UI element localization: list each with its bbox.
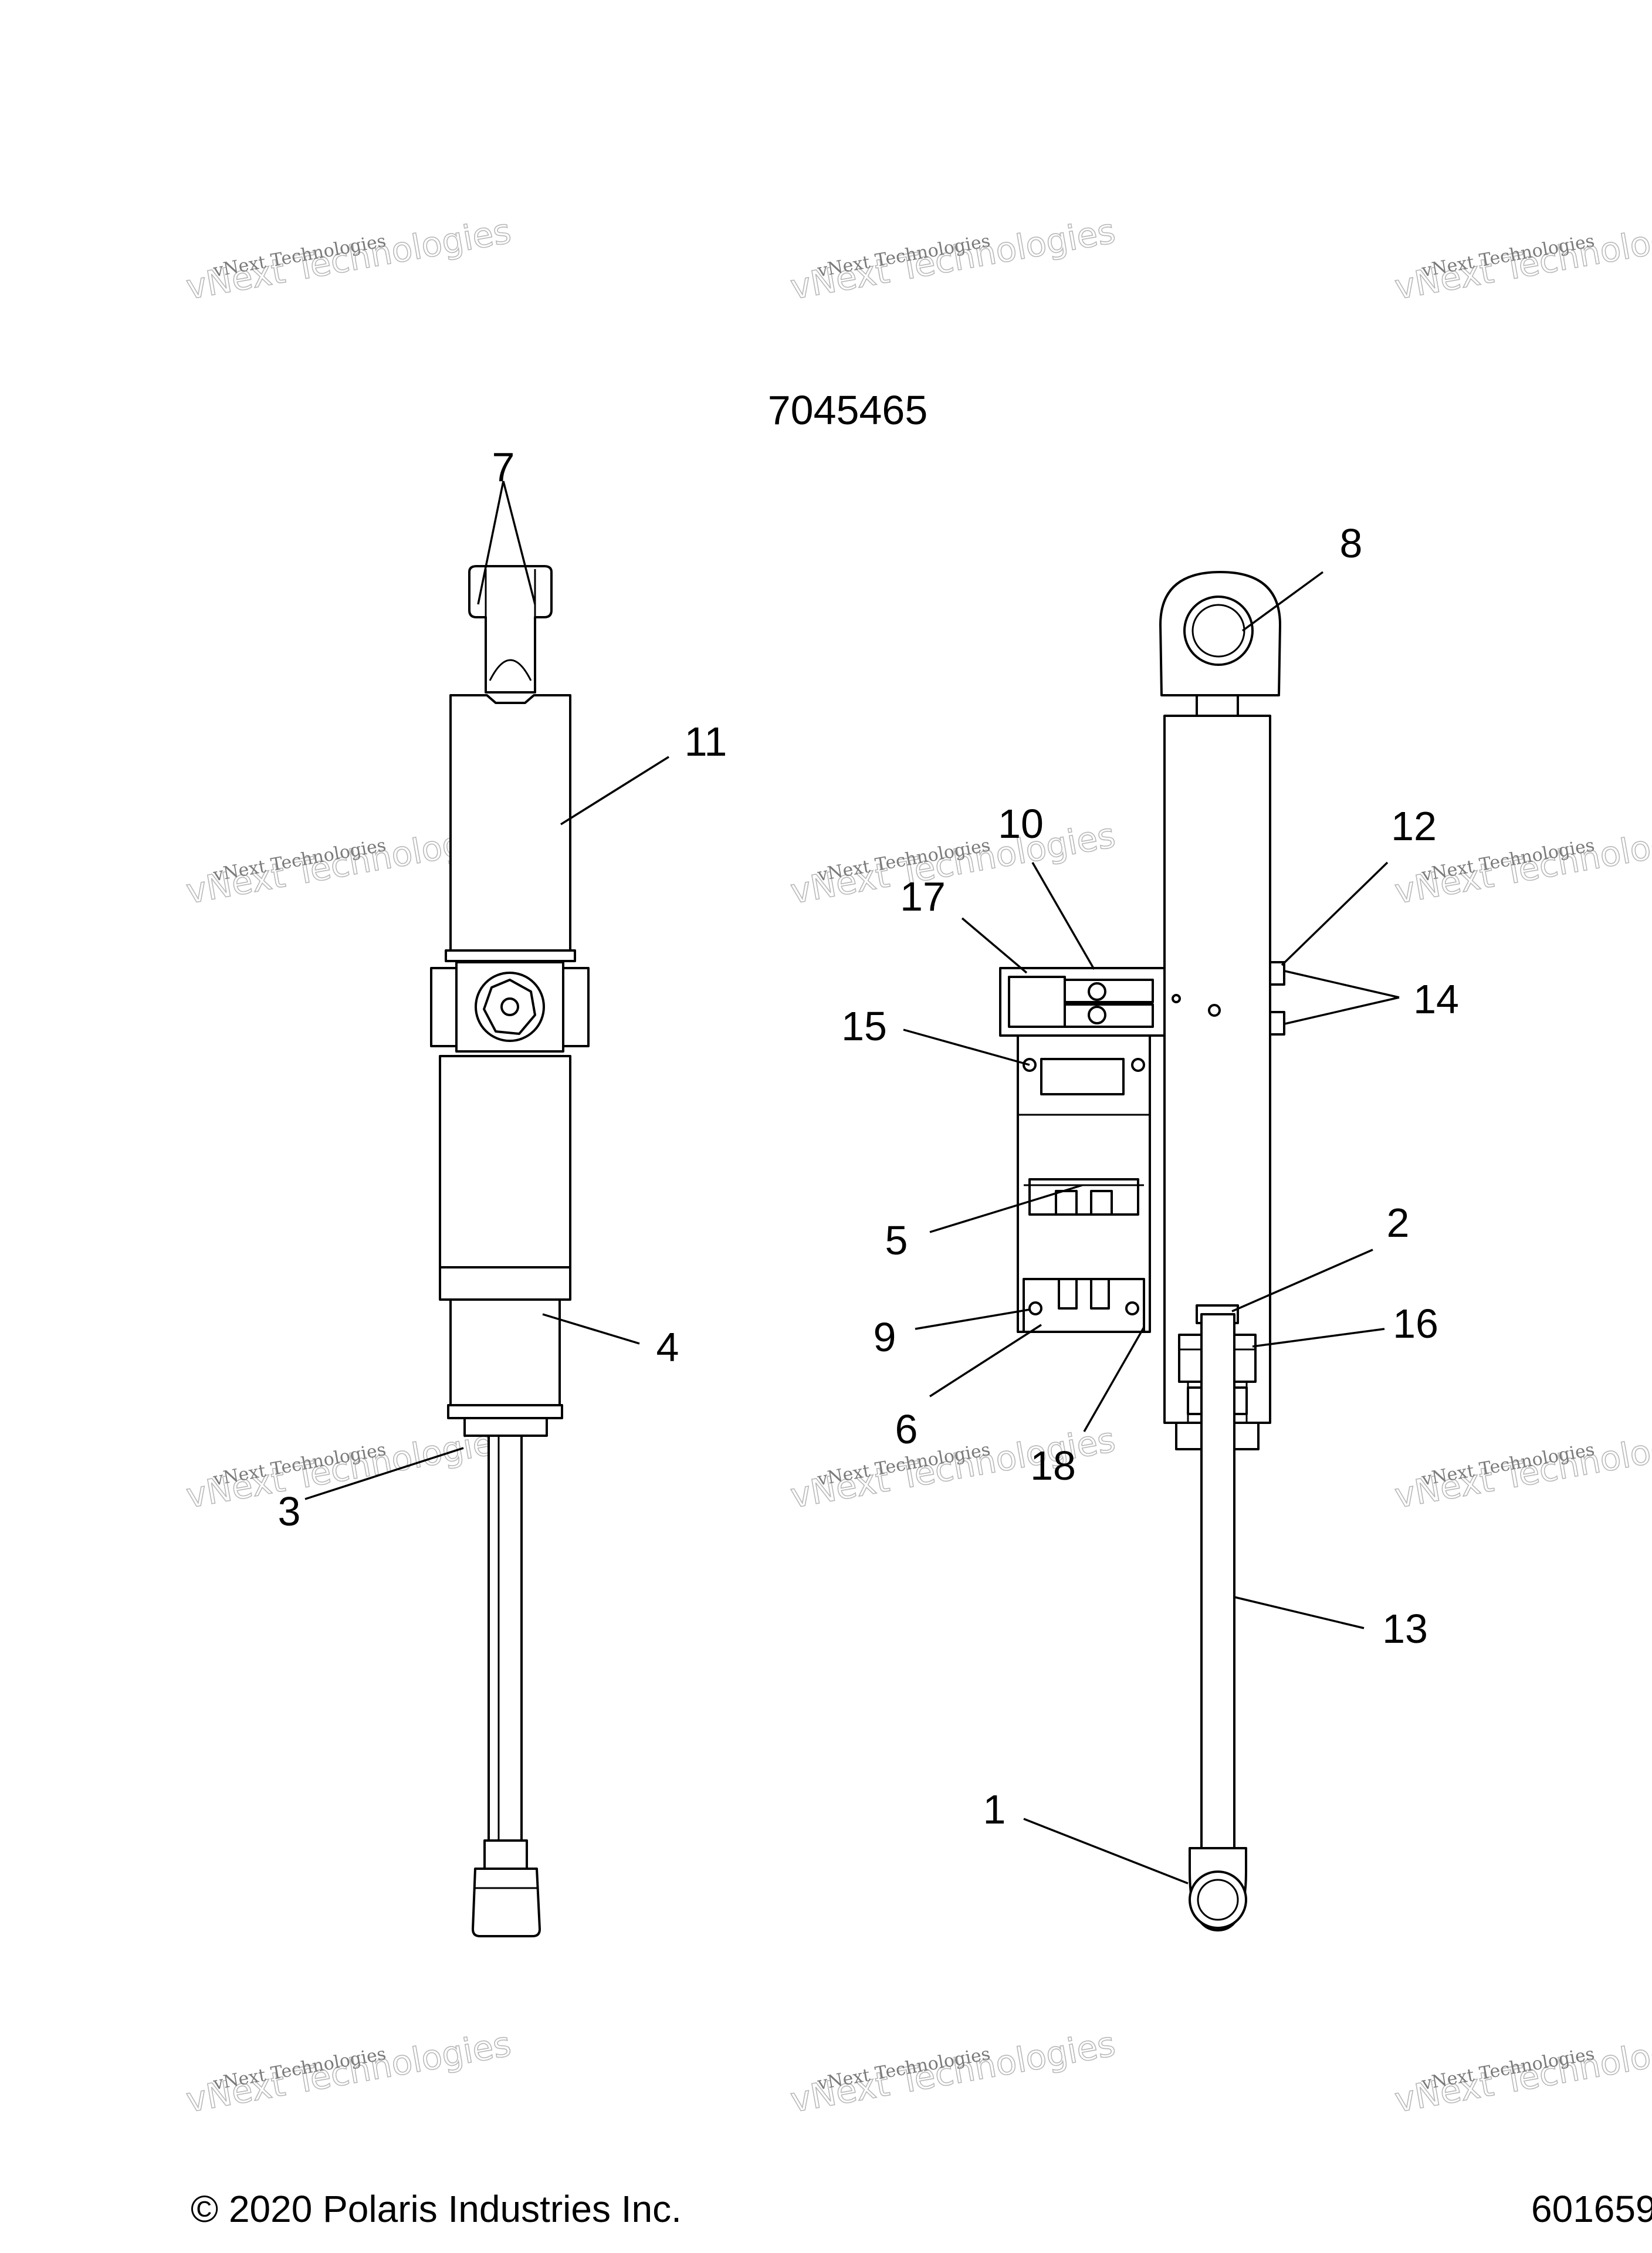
valve-body [1008,976,1066,1028]
shock-exterior-view [430,565,590,1937]
body-collar [439,1266,571,1301]
valve-spool [1064,1003,1154,1028]
valve-ball [1088,1006,1106,1024]
piston-shaft [488,1435,523,1842]
leader-10 [1031,862,1095,970]
leader-16 [1252,1328,1385,1348]
watermarks: vNext Technologies vNext Technologies vN… [183,211,1652,2121]
leader-18 [1083,1327,1145,1432]
callout-3: 3 [278,1489,301,1534]
callout-14: 14 [1413,976,1459,1022]
lower-body [449,1298,561,1406]
upper-ring [445,949,576,962]
rod-seal [463,1417,548,1437]
watermark: vNext Technologies vNext Technologies [183,211,514,308]
watermark: vNext Technologies vNext Technologies [1392,1419,1652,1517]
leader-2 [1231,1249,1373,1312]
lower-ring [447,1404,563,1419]
callout-9: 9 [874,1314,896,1360]
leader-1 [1023,1818,1189,1885]
o-ring [1125,1301,1139,1315]
leader-8 [1241,571,1324,632]
end-cap-slot [1058,1278,1078,1310]
eye-bushing [1183,596,1254,666]
o-ring-fitting [1269,961,1285,986]
watermark: vNext Technologies vNext Technologies [183,2024,514,2121]
leader-4 [542,1313,640,1345]
watermark: vNext Technologies vNext Technologies [787,211,1119,308]
callout-11: 11 [685,719,727,764]
o-ring [1028,1301,1042,1315]
leader-14b [1284,996,1400,1025]
watermark: vNext Technologies vNext Technologies [1392,211,1652,308]
callout-6: 6 [895,1406,918,1452]
callouts: 7 11 4 3 8 10 17 12 14 15 5 2 9 16 6 18 … [278,444,1459,1832]
eyelet-neck [483,1839,528,1871]
valve-spool [1064,979,1154,1003]
callout-17: 17 [900,874,946,919]
watermark: vNext Technologies vNext Technologies [787,2024,1119,2121]
callout-8: 8 [1340,520,1363,566]
leader-3 [304,1447,464,1500]
top-clevis [468,565,553,694]
callout-7: 7 [492,444,515,490]
leader-6 [929,1324,1042,1398]
leader-7a [477,481,505,605]
piston-slot [1055,1190,1078,1216]
leader-7b [502,481,536,605]
leader-13 [1234,1596,1365,1629]
copyright-text: © 2020 Polaris Industries Inc. [191,2188,682,2230]
callout-4: 4 [656,1324,679,1370]
leader-11 [560,756,669,826]
o-ring-fitting [1269,1011,1285,1036]
leader-15 [903,1029,1030,1066]
leader-lines [304,481,1400,1885]
watermark: vNext Technologies vNext Technologies [1392,2024,1652,2121]
callout-10: 10 [998,801,1044,847]
callout-16: 16 [1393,1301,1438,1347]
valve-ball [1088,982,1106,1001]
knob-center [500,997,519,1016]
leader-5 [929,1184,1083,1233]
port-hole [1172,994,1181,1003]
leader-17 [961,917,1028,974]
callout-12: 12 [1391,803,1437,849]
piston-rod [1200,1313,1235,1849]
main-body [439,1055,571,1268]
shock-section-view [999,571,1285,1931]
callout-2: 2 [1387,1200,1410,1246]
leader-12 [1281,861,1389,966]
port-hole [1208,1004,1221,1017]
cap [1196,694,1239,717]
reservoir-end-cap [1023,1278,1145,1333]
part-number: 7045465 [768,387,928,433]
o-ring [1131,1058,1145,1072]
reference-code: 601659 [1531,2188,1652,2230]
callout-15: 15 [841,1003,887,1049]
leader-9 [915,1308,1030,1330]
end-cap-slot [1090,1278,1110,1310]
callout-1: 1 [983,1787,1006,1832]
piston-slot [1090,1190,1113,1216]
watermark: vNext Technologies vNext Technologies [787,815,1119,912]
upper-body-tube [449,694,571,952]
callout-18: 18 [1030,1443,1076,1489]
callout-5: 5 [885,1217,908,1263]
reservoir-cap [1040,1058,1125,1095]
callout-13: 13 [1382,1606,1428,1652]
bottom-eyelet [472,1868,541,1937]
leader-14a [1284,970,1400,999]
